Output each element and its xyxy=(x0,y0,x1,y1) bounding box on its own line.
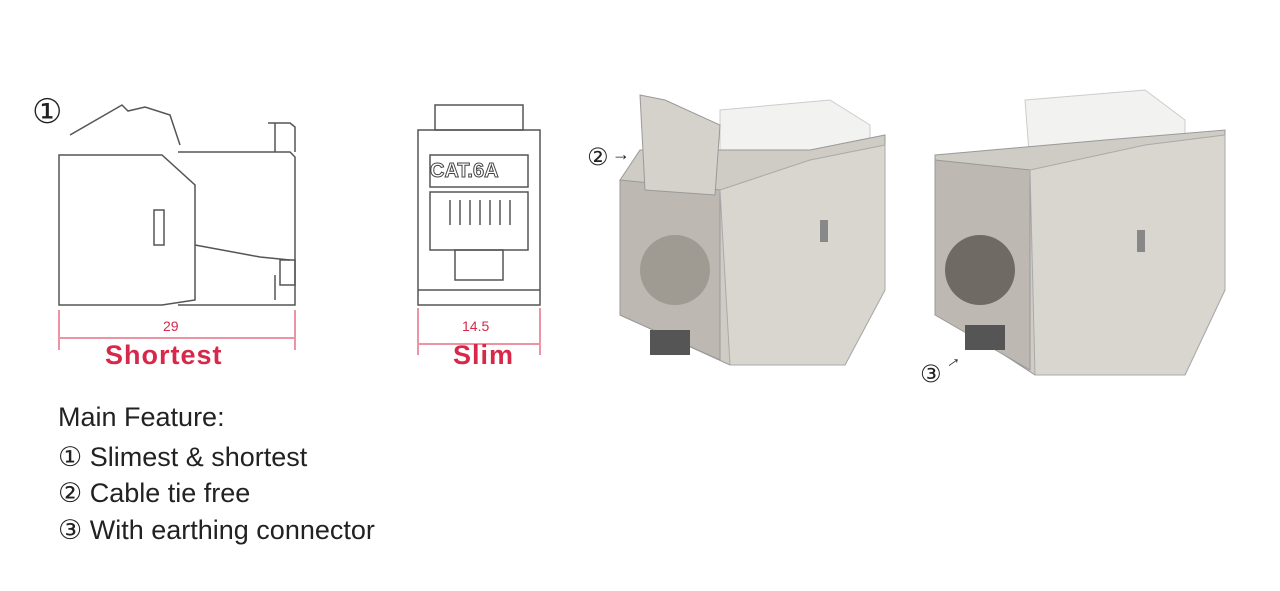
cat6a-label: CAT.6A xyxy=(430,160,500,183)
front-view-drawing xyxy=(417,104,541,355)
feature-marker: ① xyxy=(58,442,83,473)
marker-1: ① xyxy=(32,92,63,132)
feature-item: ② Cable tie free xyxy=(58,478,250,509)
width-label: Slim xyxy=(453,340,515,370)
keystone-jack-photo-closed xyxy=(934,89,1226,376)
feature-item: ③ With earthing connector xyxy=(58,515,375,546)
side-view-drawing xyxy=(58,104,296,350)
arrow-icon: → xyxy=(612,144,630,164)
feature-marker: ③ xyxy=(58,515,83,546)
feature-text: Cable tie free xyxy=(89,478,251,508)
features-title: Main Feature: xyxy=(58,402,225,432)
feature-marker: ② xyxy=(58,478,83,509)
keystone-jack-photo-open xyxy=(619,94,886,366)
feature-item: ① Slimest & shortest xyxy=(58,442,307,473)
width-dimension: 14.5 xyxy=(462,318,490,334)
feature-text: Slimest & shortest xyxy=(89,442,308,472)
callout-3: ③ xyxy=(920,360,942,388)
feature-text: With earthing connector xyxy=(89,515,375,545)
length-dimension: 29 xyxy=(163,318,179,334)
callout-2: ② xyxy=(587,143,609,171)
length-label: Shortest xyxy=(105,340,223,370)
